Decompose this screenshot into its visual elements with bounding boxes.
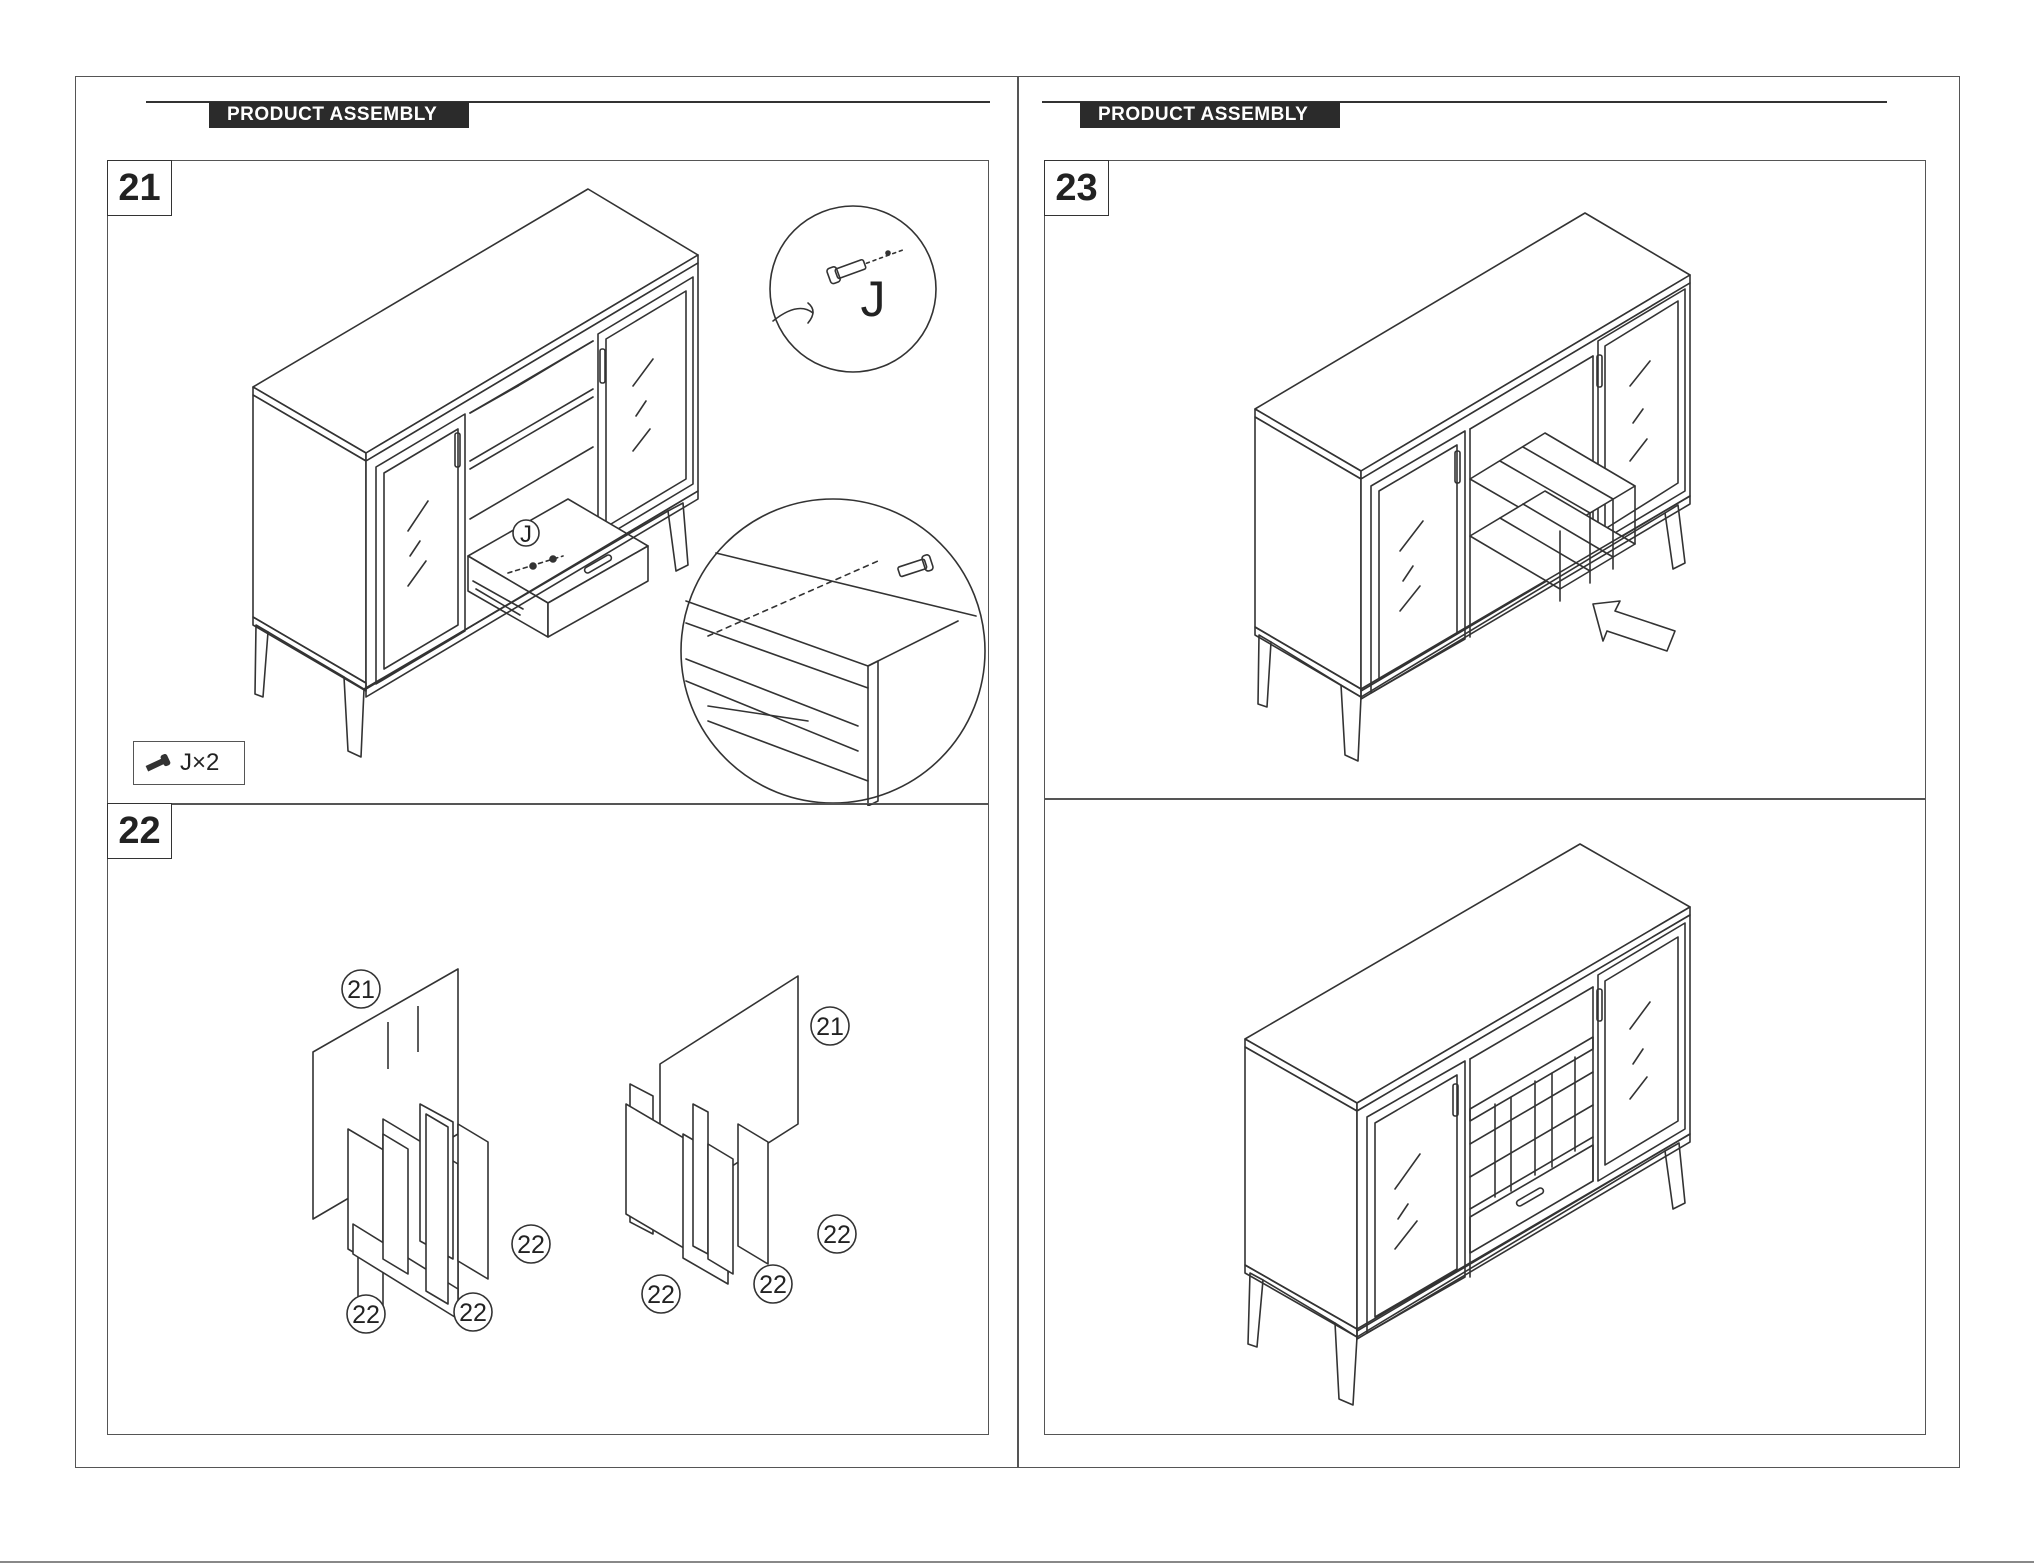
part-label: 22 (517, 1231, 545, 1259)
header-tab-right: PRODUCT ASSEMBLY (1080, 102, 1340, 128)
arrow-icon (1593, 601, 1675, 651)
part-label: 21 (347, 976, 375, 1004)
part-label: 22 (759, 1271, 787, 1299)
step-22-illustration: 21 22 22 22 21 22 22 22 (108, 804, 990, 1436)
part-label: 22 (459, 1299, 487, 1327)
hardware-callout: J×2 (133, 741, 245, 785)
bottom-rule (0, 1561, 2034, 1563)
final-panel (1044, 798, 1926, 1435)
part-label: 21 (816, 1013, 844, 1041)
page-divider (1017, 76, 1019, 1468)
drawer-label: J (520, 521, 532, 548)
step-23-panel: 23 (1044, 160, 1926, 800)
part-label: 22 (647, 1281, 675, 1309)
detail-label: J (861, 271, 886, 327)
step-23-illustration (1045, 161, 1927, 801)
step-21-panel: 21 (107, 160, 989, 805)
step-22-panel: 22 21 22 22 22 (107, 803, 989, 1435)
header-tab-left: PRODUCT ASSEMBLY (209, 102, 469, 128)
part-label: 22 (352, 1301, 380, 1329)
screw-icon (144, 754, 172, 772)
final-illustration (1045, 799, 1927, 1436)
step-21-illustration: J J (108, 161, 990, 806)
hardware-qty: J×2 (180, 749, 219, 777)
part-label: 22 (823, 1221, 851, 1249)
